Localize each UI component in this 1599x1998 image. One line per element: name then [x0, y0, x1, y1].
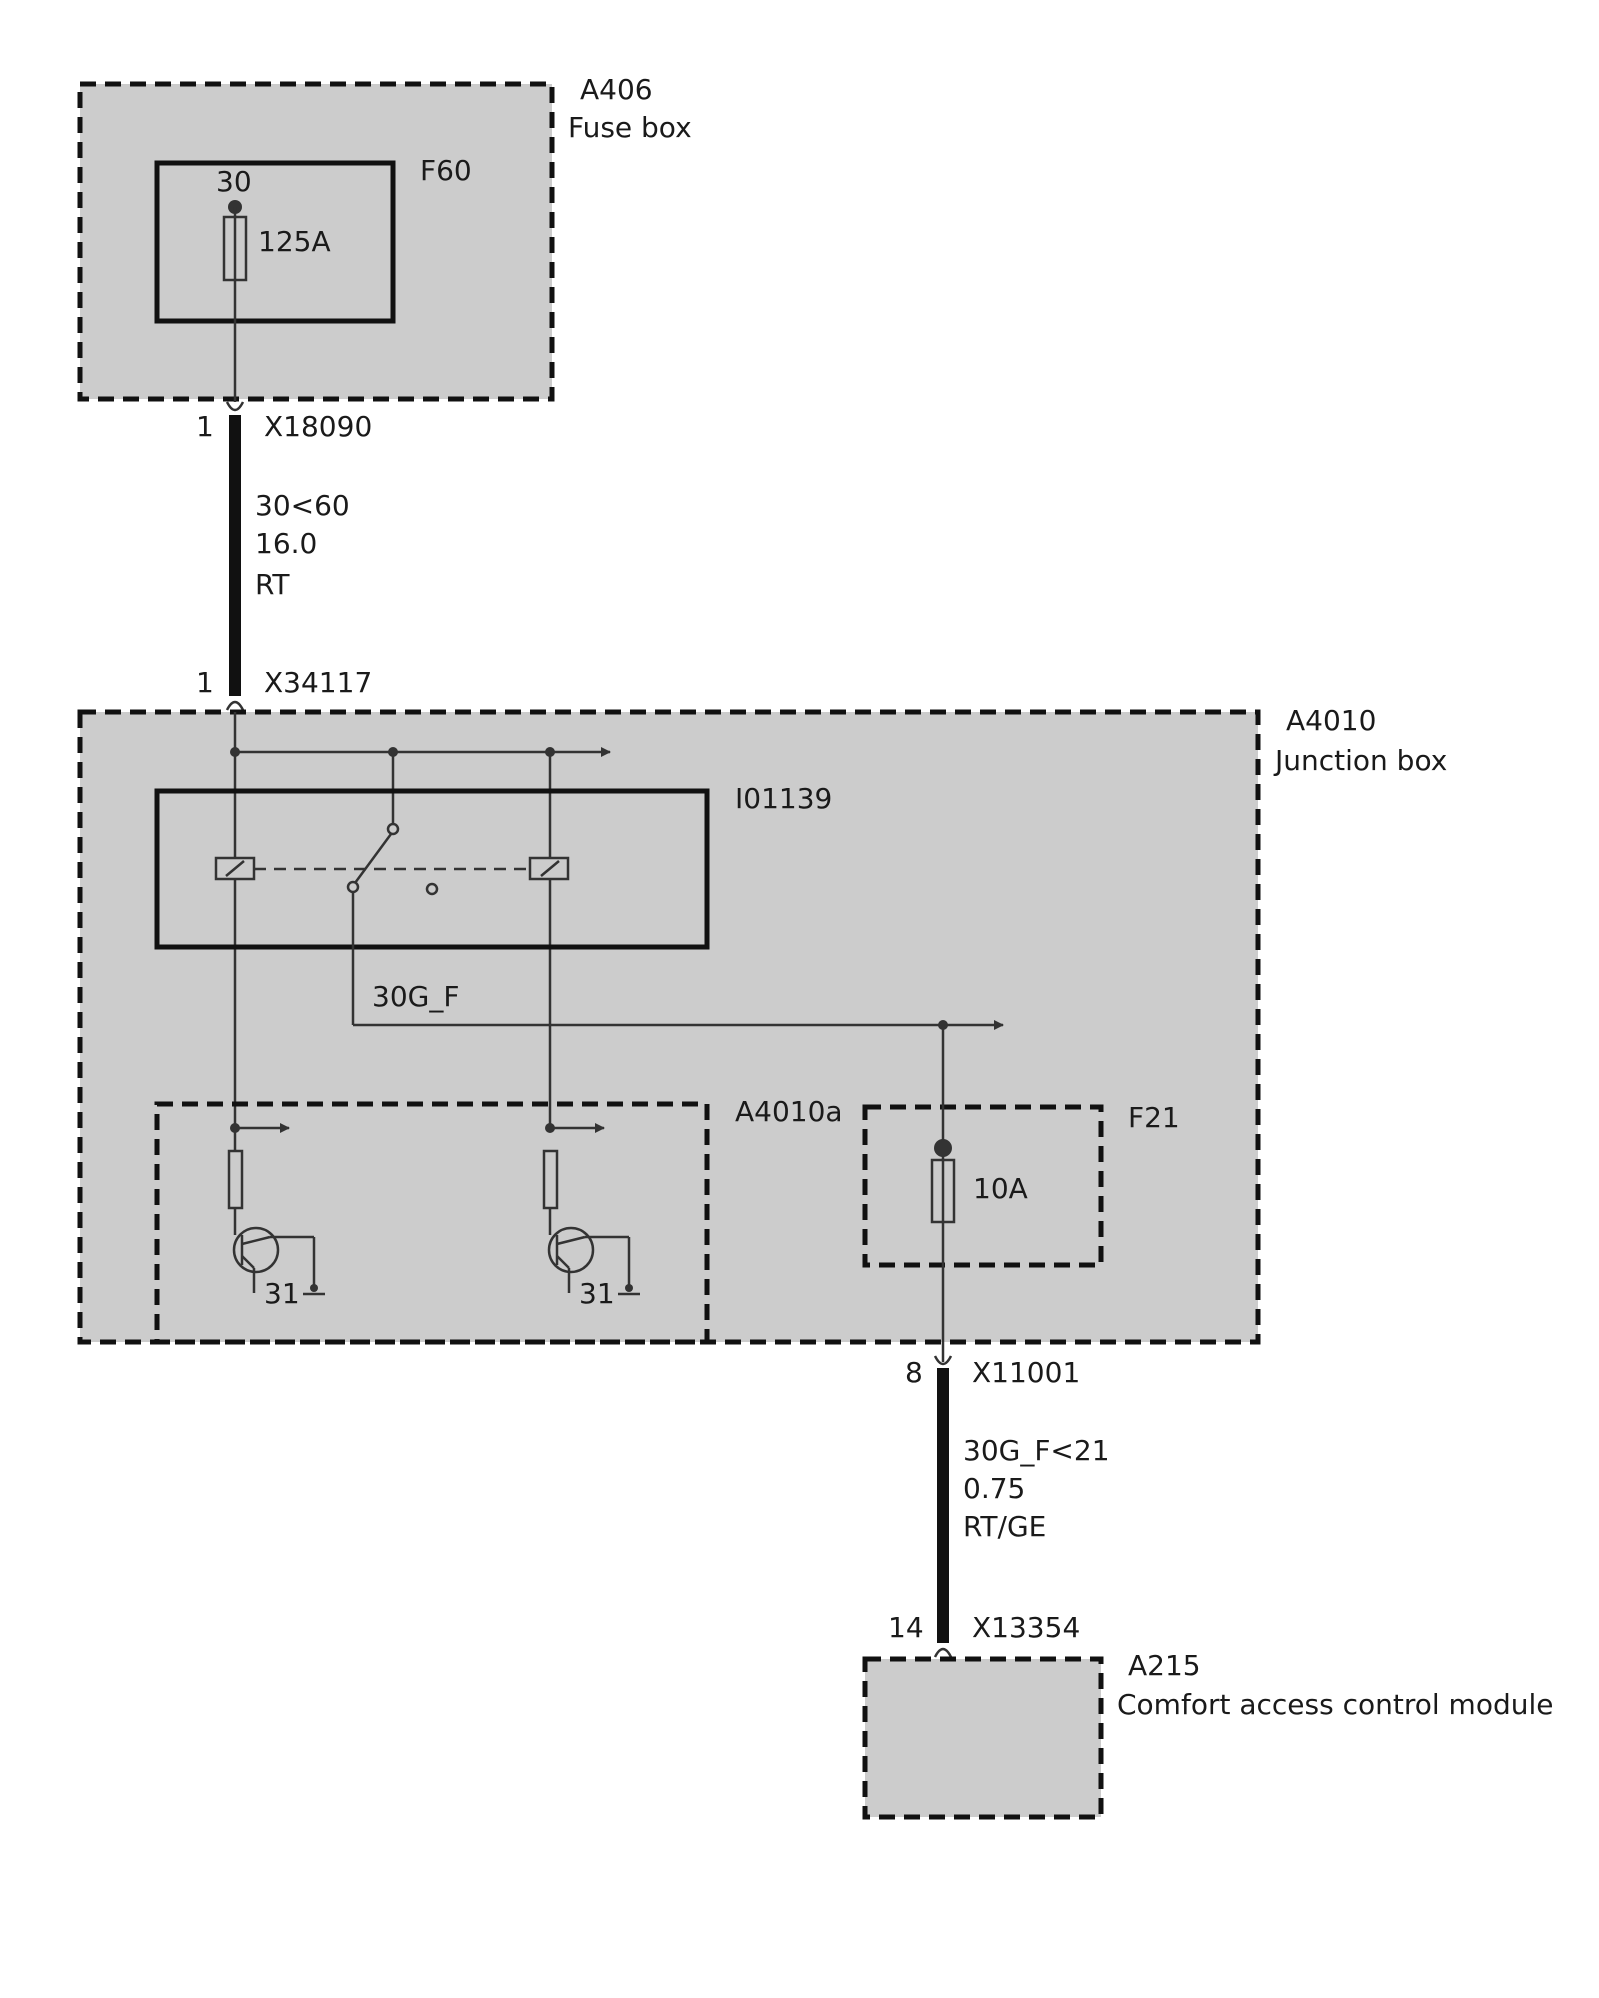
- fuse-f60-terminal: 30: [216, 165, 252, 198]
- fuse-box-name: Fuse box: [568, 111, 692, 144]
- connector-x18090-pin: 1: [196, 410, 214, 443]
- wire-lower-circuit: 30G_F<21: [963, 1434, 1110, 1467]
- fuse-f60-frame: [154, 160, 396, 324]
- connector-x34117-id: X34117: [264, 666, 372, 699]
- connector-x18090-id: X18090: [264, 410, 372, 443]
- wire-lower: 8 X11001 30G_F<21 0.75 RT/GE 14 X13354: [888, 1355, 1110, 1658]
- comfort-module-id: A215: [1128, 1649, 1201, 1682]
- relay-contact-open: [425, 882, 439, 896]
- sub-module-a4010a: A4010a 31: [154, 1095, 843, 1345]
- comfort-module-name: Comfort access control module: [1117, 1688, 1553, 1721]
- junction-box-a4010: A4010 Junction box I01139 30G_F: [77, 704, 1447, 1362]
- wire-lower-cross-section: 0.75: [963, 1472, 1025, 1505]
- relay-contact-top: [386, 822, 400, 836]
- connector-x11001-id: X11001: [972, 1356, 1080, 1389]
- connector-x34117-pin: 1: [196, 666, 214, 699]
- relay-id: I01139: [735, 782, 832, 815]
- wire-upper-circuit: 30<60: [255, 489, 350, 522]
- fuse-f60-id: F60: [420, 154, 472, 187]
- fuse-f60-rating: 125A: [258, 225, 331, 258]
- junction-box-id: A4010: [1286, 704, 1376, 737]
- connector-x13354-id: X13354: [972, 1611, 1080, 1644]
- signal-30gf-label: 30G_F: [372, 980, 459, 1013]
- wire-lower-color: RT/GE: [963, 1510, 1046, 1543]
- fuse-f60-symbol: [222, 215, 248, 282]
- connector-x11001-pin: 8: [905, 1356, 923, 1389]
- relay-i01139: I01139: [154, 782, 832, 950]
- fuse-f21-id: F21: [1128, 1101, 1180, 1134]
- junction-box-name: Junction box: [1273, 744, 1447, 777]
- connector-x13354-pin: 14: [888, 1611, 924, 1644]
- wire-upper: 1 X18090 30<60 16.0 RT 1 X34117: [196, 401, 372, 711]
- fuse-f21: F21 10A: [862, 1025, 1180, 1362]
- ground-right-label: 31: [579, 1277, 615, 1310]
- ground-left-label: 31: [264, 1277, 300, 1310]
- fuse-box-id: A406: [580, 73, 653, 106]
- fuse-box-a406: A406 Fuse box F60 30 125A: [77, 73, 692, 402]
- fuse-f21-symbol: [930, 1158, 956, 1224]
- sub-module-id: A4010a: [735, 1095, 843, 1128]
- relay-contact-common: [346, 880, 360, 894]
- transistor-left: [232, 1226, 280, 1274]
- comfort-module-a215: A215 Comfort access control module: [862, 1649, 1553, 1820]
- wire-upper-color: RT: [255, 568, 290, 601]
- wire-upper-cross-section: 16.0: [255, 527, 317, 560]
- fuse-f21-rating: 10A: [973, 1172, 1028, 1205]
- transistor-right: [547, 1226, 595, 1274]
- fuse-f21-terminal-dot: [934, 1139, 952, 1157]
